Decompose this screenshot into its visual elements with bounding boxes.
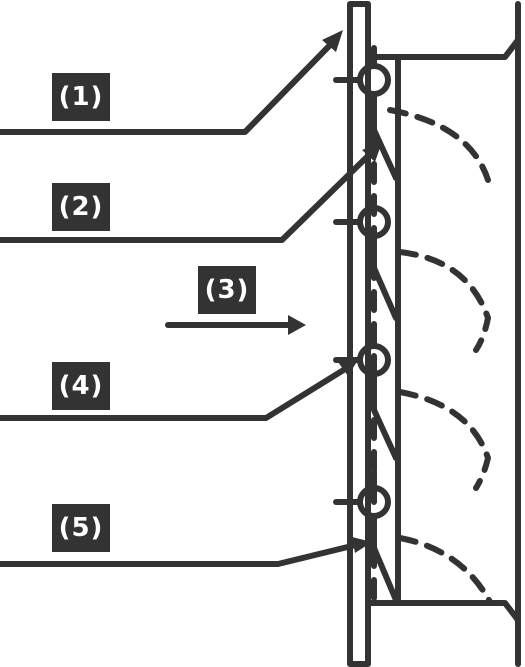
arrowhead-3 <box>288 315 306 335</box>
arrowhead-5 <box>352 537 372 553</box>
callout-label-5: (5) <box>52 504 110 552</box>
callout-label-2: (2) <box>52 183 110 231</box>
frame-left-flange <box>347 1 371 667</box>
blade-closed-4 <box>371 513 399 603</box>
frame-top-edge <box>367 37 521 60</box>
leader-line-2 <box>0 149 375 243</box>
arrowhead-1 <box>322 30 343 52</box>
leader-line-4 <box>0 363 353 421</box>
blade-open-arc-4 <box>397 535 493 605</box>
blade-closed-2 <box>371 233 399 321</box>
callout-label-4: (4) <box>52 362 110 410</box>
blade-open-arc-2 <box>397 249 491 353</box>
blade-open-arc-3 <box>397 389 491 491</box>
callout-label-3: (3) <box>198 266 256 314</box>
blade-closed-3 <box>371 371 399 461</box>
arrowhead-4 <box>338 360 358 376</box>
callout-label-1: (1) <box>52 73 110 121</box>
blade-pivot-1 <box>357 63 391 97</box>
leader-line-1 <box>0 37 338 135</box>
blade-closed-1 <box>371 91 399 181</box>
arrowhead-2 <box>362 142 382 162</box>
leader-line-5 <box>0 541 363 567</box>
blade-open-arc-1 <box>387 107 491 183</box>
frame-bottom-edge <box>367 600 521 623</box>
